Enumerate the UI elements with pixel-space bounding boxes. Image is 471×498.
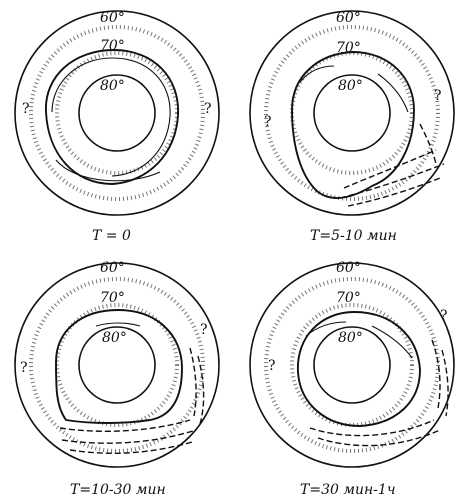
auroral-arc-lower <box>55 159 161 182</box>
outer-circle-60 <box>14 262 220 468</box>
ring-label-80: 80° <box>338 78 363 94</box>
stipple-band-65 <box>264 25 440 201</box>
ring-label-70: 70° <box>100 38 125 54</box>
surge-lines-4 <box>419 123 437 165</box>
question-mark-left: ? <box>20 360 28 376</box>
stipple-band-65 <box>29 277 205 453</box>
ring-label-70: 70° <box>336 40 361 56</box>
question-mark-left: ? <box>22 101 30 117</box>
auroral-arc-inner <box>51 57 171 177</box>
auroral-oval <box>55 309 183 424</box>
surge-lines-4 <box>189 347 197 417</box>
ring-label-70: 70° <box>100 290 125 306</box>
surge-lines-3 <box>69 441 193 454</box>
question-mark-left: ? <box>264 114 272 130</box>
auroral-oval <box>297 311 421 427</box>
stipple-band-75 <box>290 51 414 175</box>
inner-circle-80 <box>313 326 391 404</box>
arc-fragment-right <box>371 325 413 359</box>
panel-label-t10-30: T=10-30 мин <box>70 482 166 498</box>
stipple-band-65 <box>29 25 205 201</box>
surge-lines-1 <box>59 419 191 432</box>
panel-label-t0: T = 0 <box>92 228 131 244</box>
panel-t10-30: 60° 70° 80° ? ? T=10-30 мин <box>14 260 220 498</box>
inner-circle-80 <box>78 74 156 152</box>
ring-label-70: 70° <box>336 290 361 306</box>
ring-label-80: 80° <box>100 78 125 94</box>
surge-lines-3 <box>347 177 441 207</box>
question-mark-right: ? <box>204 101 212 117</box>
surge-lines-2 <box>339 163 445 199</box>
ring-label-60: 60° <box>336 10 361 26</box>
outer-circle-60 <box>249 262 455 468</box>
arc-fragment-left <box>305 321 347 337</box>
ring-label-80: 80° <box>102 330 127 346</box>
stipple-band-75 <box>55 303 179 427</box>
surge-lines-1 <box>343 149 437 189</box>
question-mark-right: ? <box>440 308 448 324</box>
ring-label-60: 60° <box>100 260 125 276</box>
surge-lines-1 <box>309 419 435 437</box>
stipple-band-75 <box>55 51 179 175</box>
inner-circle-80 <box>313 74 391 152</box>
ring-label-80: 80° <box>338 330 363 346</box>
arc-fragment-right <box>377 73 409 113</box>
outer-circle-60 <box>14 10 220 216</box>
question-mark-right: ? <box>434 88 442 104</box>
panel-label-t30-60: T=30 мин-1ч <box>300 482 396 498</box>
panel-t30-60: 60° 70° 80° ? ? T=30 мин-1ч <box>249 260 455 498</box>
stipple-band-75 <box>290 303 414 427</box>
arc-fragment-top <box>95 322 141 327</box>
surge-lines-2 <box>61 429 197 444</box>
arc-fragment-left <box>299 65 335 83</box>
panel-label-t5-10: T=5-10 мин <box>310 228 397 244</box>
question-mark-right: ? <box>200 322 208 338</box>
panel-t5-10: 60° 70° 80° ? ? T=5-10 мин <box>249 10 455 244</box>
ring-label-60: 60° <box>100 10 125 26</box>
outer-circle-60 <box>249 10 455 216</box>
auroral-oval <box>291 51 415 199</box>
surge-lines-2 <box>317 429 441 447</box>
ring-label-60: 60° <box>336 260 361 276</box>
inner-circle-80 <box>78 326 156 404</box>
stipple-band-65 <box>264 277 440 453</box>
question-mark-left: ? <box>268 358 276 374</box>
panel-t0: 60° 70° 80° ? ? T = 0 <box>14 10 220 244</box>
